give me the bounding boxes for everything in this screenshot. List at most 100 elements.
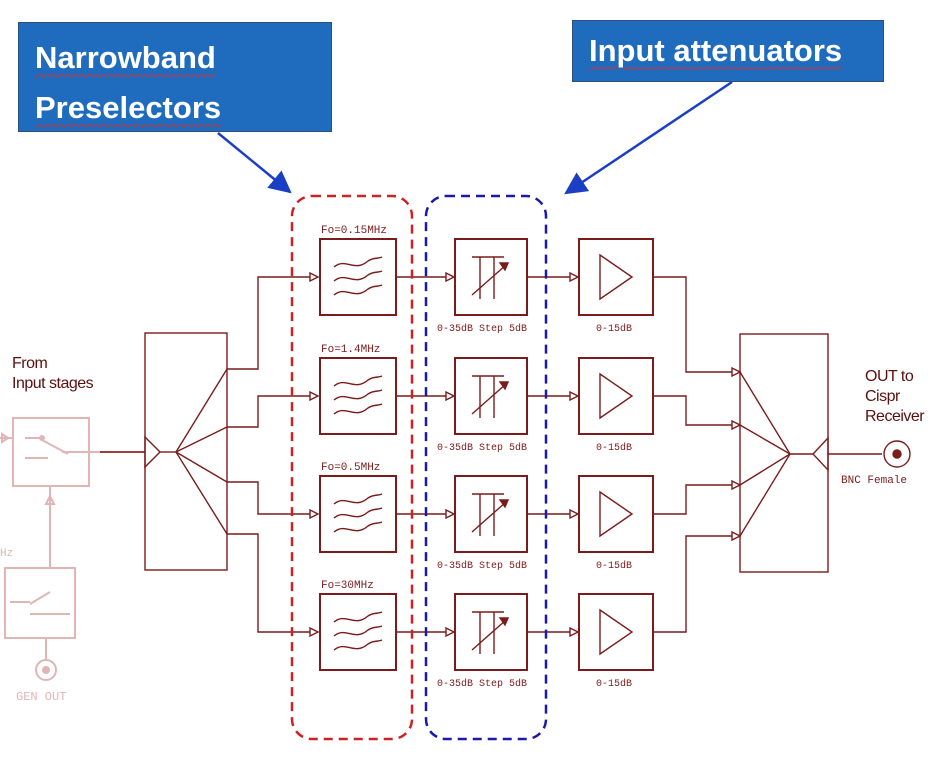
filter-wave-icon [333, 611, 383, 623]
wire-arrow [569, 508, 580, 520]
attenuator-range-label: 0-35dB Step 5dB [437, 678, 527, 690]
amplifier-gain-label: 0-15dB [596, 678, 632, 690]
filter-wave-icon [333, 389, 383, 401]
bandpass-filter-block [319, 357, 397, 435]
attenuator-range-label: 0-35dB Step 5dB [437, 560, 527, 572]
attenuator-range-label: 0-35dB Step 5dB [437, 442, 527, 454]
wire [653, 395, 732, 426]
input-label: From Input stages [12, 354, 94, 394]
attenuators-callout: Input attenuators [572, 20, 884, 82]
wire-arrow [309, 626, 320, 638]
channel-2 [227, 357, 742, 435]
amplifier-triangle-icon [599, 372, 634, 420]
bandpass-filter-block [319, 593, 397, 671]
wire [653, 484, 732, 515]
filter-frequency-label: Fo=0.5MHz [321, 462, 380, 474]
bnc-female-label: BNC Female [841, 475, 907, 487]
filter-wave-icon [333, 403, 383, 415]
amplifier-triangle-icon [599, 253, 634, 301]
wire-arrow [445, 271, 456, 283]
wire [653, 535, 732, 633]
filter-wave-icon [333, 493, 383, 505]
amplifier-block [578, 593, 654, 671]
attenuator-pointer-arrow [564, 80, 733, 195]
generator-switch-faded [4, 567, 76, 681]
preselectors-callout: Narrowband Preselectors [18, 22, 332, 132]
filter-wave-icon [333, 507, 383, 519]
output-label-line1: OUT to [865, 368, 914, 385]
input-label-line1: From [12, 355, 48, 372]
attenuator-symbol-icon [471, 501, 507, 533]
input-label-line2: Input stages [12, 375, 94, 392]
amplifier-triangle-icon [599, 490, 634, 538]
combiner-block [739, 333, 911, 573]
attenuator-range-label: 0-35dB Step 5dB [437, 323, 527, 335]
bandpass-filter-block [319, 475, 397, 553]
wire-arrow [309, 508, 320, 520]
output-label: OUT to Cispr Receiver [865, 367, 925, 427]
channel-strips: Fo=0.15MHz 0-35dB Step 5dB 0-15dB Fo=1.4MHz… [227, 225, 742, 690]
channel-4 [227, 530, 742, 671]
wire-arrow [731, 530, 742, 542]
wire-arrow [569, 271, 580, 283]
attenuator-group-outline [424, 194, 548, 741]
channel-3 [227, 475, 742, 553]
channel-1 [227, 238, 742, 378]
filter-wave-icon [333, 521, 383, 533]
gen-out-label: GEN OUT [16, 690, 66, 704]
splitter-block [100, 332, 228, 571]
attenuator-symbol-icon [471, 619, 507, 651]
filter-wave-icon [333, 639, 383, 651]
wire-arrow [309, 390, 320, 402]
filter-wave-icon [333, 625, 383, 637]
bandpass-filter-block [319, 238, 397, 316]
wire-arrow [445, 508, 456, 520]
amplifier-gain-label: 0-15dB [596, 442, 632, 454]
preselector-group-outline [290, 194, 414, 741]
wire-arrow [445, 390, 456, 402]
wire [227, 395, 310, 428]
output-label-line3: Receiver [865, 408, 925, 425]
filter-frequency-label: Fo=0.15MHz [321, 225, 387, 237]
wire [227, 533, 310, 633]
preselectors-callout-line1: Narrowband [35, 40, 216, 75]
wire-arrow [445, 626, 456, 638]
wire-arrow [569, 390, 580, 402]
filter-wave-icon [333, 284, 383, 296]
amplifier-block [578, 475, 654, 553]
attenuator-block [454, 593, 528, 671]
amplifier-gain-label: 0-15dB [596, 323, 632, 335]
input-switch-faded [0, 417, 145, 568]
filter-wave-icon [333, 270, 383, 282]
filter-wave-icon [333, 375, 383, 387]
preselector-pointer-arrow [217, 132, 292, 194]
wire-arrow [731, 419, 742, 431]
preselectors-callout-line2: Preselectors [35, 90, 222, 125]
attenuator-symbol-icon [498, 262, 510, 272]
attenuator-block [454, 475, 528, 553]
amplifier-triangle-icon [599, 608, 634, 656]
wire-arrow [569, 626, 580, 638]
wire-arrow [731, 366, 742, 378]
attenuator-symbol-icon [471, 264, 507, 296]
attenuator-block [454, 238, 528, 316]
attenuator-symbol-icon [471, 383, 507, 415]
filter-frequency-label: Fo=30MHz [321, 580, 374, 592]
amplifier-gain-label: 0-15dB [596, 560, 632, 572]
partial-hz-label: Hz [0, 548, 13, 560]
filter-frequency-label: Fo=1.4MHz [321, 344, 380, 356]
attenuator-symbol-icon [498, 617, 510, 627]
filter-wave-icon [333, 256, 383, 268]
output-label-line2: Cispr [865, 388, 900, 405]
amplifier-block [578, 238, 654, 316]
wire-arrow [309, 271, 320, 283]
wire-arrow [731, 479, 742, 491]
wire [227, 276, 310, 370]
attenuator-block [454, 357, 528, 435]
attenuator-symbol-icon [498, 381, 510, 391]
amplifier-block [578, 357, 654, 435]
attenuators-callout-text: Input attenuators [589, 33, 843, 68]
wire [227, 481, 310, 515]
wire [653, 276, 732, 373]
